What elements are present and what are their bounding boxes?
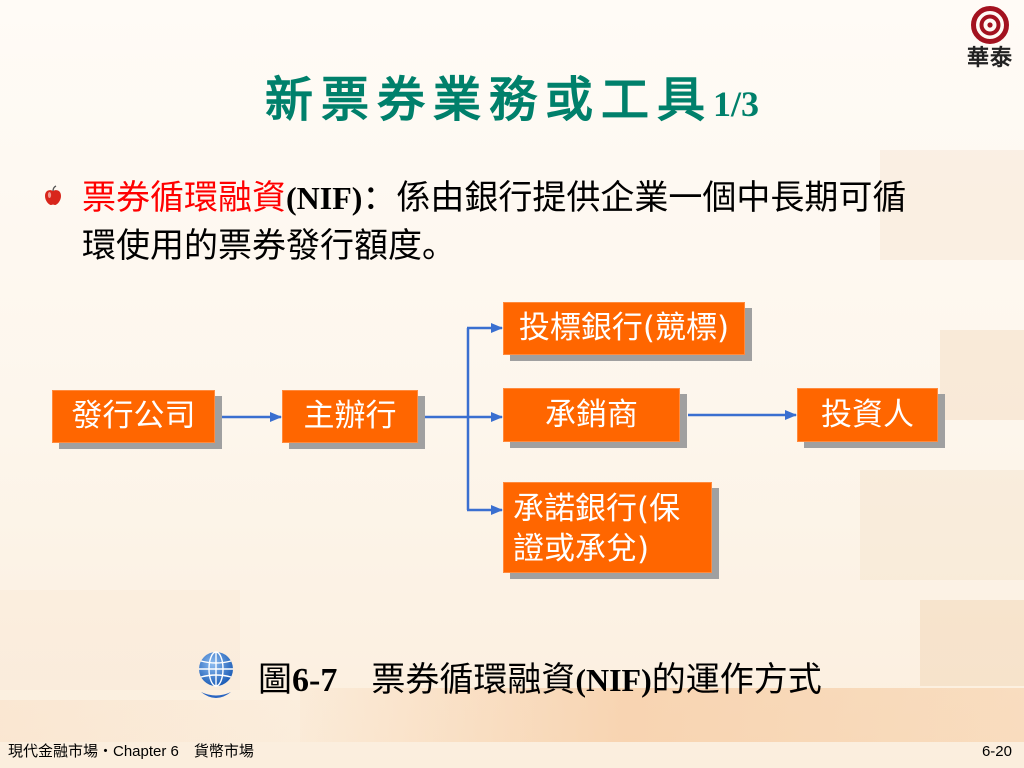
bullet-definition-line-1: ：係由銀行提供企業一個中長期可循	[362, 178, 907, 218]
node-investor: 投資人	[797, 388, 938, 442]
caption-abbreviation: (NIF)	[575, 662, 652, 698]
node-commitment-bank-line-1: 承諾銀行(保	[513, 491, 681, 527]
caption-figure-number: 6-7	[292, 662, 338, 699]
target-circle-icon	[971, 6, 1009, 44]
node-tender-bank: 投標銀行(競標)	[503, 302, 745, 355]
title-text: 新票券業務或工具	[264, 72, 713, 128]
bullet-abbreviation: (NIF)	[286, 180, 363, 216]
node-underwriter: 承銷商	[503, 388, 680, 442]
node-commitment-bank-line-2: 證或承兌)	[513, 531, 650, 567]
logo-text: 華泰	[966, 46, 1013, 71]
caption-term: 票券循環融資	[371, 660, 576, 700]
footer-page-number: 6-20	[981, 743, 1012, 760]
title-page-fraction: 1/3	[713, 84, 760, 124]
company-logo: 華泰	[960, 5, 1020, 73]
caption-prefix: 圖	[258, 660, 292, 700]
footer-course-label: 現代金融市場‧Chapter 6 貨幣市場	[8, 743, 254, 760]
node-arranger: 主辦行	[282, 390, 418, 443]
bullet-text: 票券循環融資(NIF)：係由銀行提供企業一個中長期可循環使用的票券發行額度。	[82, 174, 906, 270]
node-commitment-bank: 承諾銀行(保 證或承兌)	[503, 482, 712, 573]
figure-caption: 圖6-7 票券循環融資(NIF)的運作方式	[258, 656, 822, 705]
slide-title: 新票券業務或工具1/3	[0, 70, 1024, 141]
node-issuer: 發行公司	[52, 390, 215, 443]
globe-icon	[199, 651, 233, 698]
caption-suffix: 的運作方式	[651, 660, 822, 700]
apple-bullet-icon	[45, 185, 61, 205]
bullet-term: 票券循環融資	[82, 178, 286, 218]
bullet-definition-line-2: 環使用的票券發行額度。	[82, 226, 456, 266]
